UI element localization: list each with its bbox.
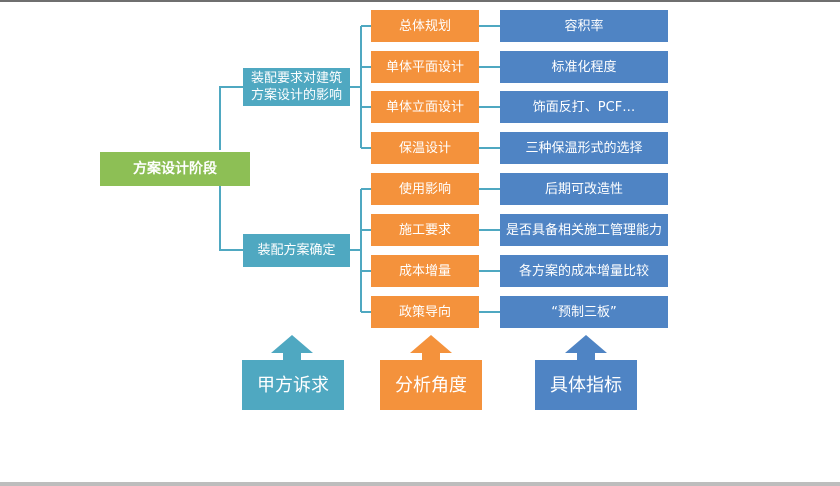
legend-analysis-angle: 分析角度 (380, 360, 482, 410)
aspect-node: 保温设计 (371, 132, 479, 164)
aspect-node: 单体立面设计 (371, 91, 479, 123)
aspect-node: 总体规划 (371, 10, 479, 42)
metric-node: 后期可改造性 (500, 173, 668, 205)
bottom-border (0, 482, 840, 486)
top-border (0, 0, 840, 2)
aspect-node: 政策导向 (371, 296, 479, 328)
client-arrow-icon (271, 335, 313, 360)
group-node-scheme: 装配方案确定 (243, 234, 350, 267)
metric-node: 饰面反打、PCF… (500, 91, 668, 123)
legend-client-demand: 甲方诉求 (242, 360, 344, 410)
metric-arrow-icon (565, 335, 607, 360)
metric-node: 是否具备相关施工管理能力 (500, 214, 668, 246)
aspect-arrow-icon (410, 335, 452, 360)
metric-node: “预制三板” (500, 296, 668, 328)
metric-node: 各方案的成本增量比较 (500, 255, 668, 287)
root-node: 方案设计阶段 (100, 152, 250, 186)
metric-node: 容积率 (500, 10, 668, 42)
aspect-node: 施工要求 (371, 214, 479, 246)
metric-node: 标准化程度 (500, 51, 668, 83)
aspect-node: 使用影响 (371, 173, 479, 205)
aspect-node: 单体平面设计 (371, 51, 479, 83)
aspect-node: 成本增量 (371, 255, 479, 287)
group-node-influence: 装配要求对建筑方案设计的影响 (243, 68, 350, 106)
metric-node: 三种保温形式的选择 (500, 132, 668, 164)
legend-specific-metric: 具体指标 (535, 360, 637, 410)
